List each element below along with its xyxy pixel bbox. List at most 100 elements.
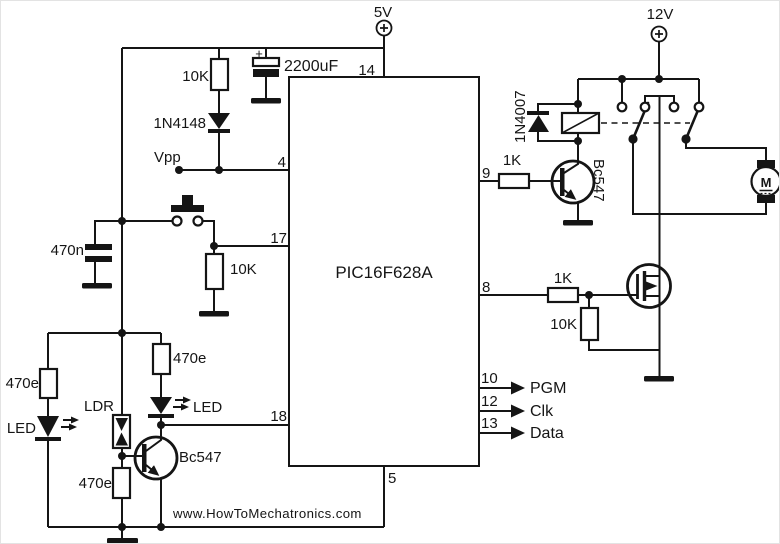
label-icsp-data: Data	[530, 425, 564, 442]
terminal-12v	[650, 25, 668, 43]
ground-main	[107, 538, 138, 543]
relay-contact-no-right	[693, 101, 705, 113]
label-pin14: 14	[358, 62, 375, 79]
label-r-gate: 1K	[554, 270, 572, 287]
diode-1n4148-bar	[208, 129, 230, 133]
label-pin9: 9	[482, 165, 490, 182]
led-right-triangle	[150, 397, 172, 414]
labels: 5V 12V 10K + 2200uF 1N4148 Vpp 470n 10K …	[6, 4, 772, 521]
resistor-10k-gate-pulldown	[579, 306, 600, 342]
label-12v: 12V	[647, 6, 674, 23]
mosfet-stubs	[644, 275, 660, 297]
label-d-vpp: 1N4148	[153, 115, 206, 132]
components	[35, 19, 773, 543]
terminal-5v	[375, 19, 393, 37]
junction-dot	[118, 452, 126, 460]
led-right-bar	[148, 414, 174, 418]
wires	[47, 35, 767, 538]
label-r-pin17: 10K	[230, 261, 257, 278]
label-q1: Bc547	[179, 449, 222, 466]
cap-470n-plate-top	[85, 244, 112, 250]
label-ic: PIC16F628A	[335, 263, 433, 282]
push-button-contact-left	[171, 215, 183, 227]
label-motor-m: M	[761, 175, 772, 190]
cap-470n-plate-bottom	[85, 256, 112, 262]
relay-coil-diagonal	[561, 112, 600, 134]
label-led-right: LED	[193, 399, 222, 416]
q1-collector-wire	[145, 425, 162, 452]
ic-box	[288, 76, 480, 467]
label-ldr: LDR	[84, 398, 114, 415]
junction-dot	[157, 523, 165, 531]
q2-base-bar	[560, 168, 565, 196]
ldr-triangle-top	[115, 418, 128, 431]
relay-contact-nc-right	[668, 101, 680, 113]
push-button-contact-right	[192, 215, 204, 227]
junction-dot	[210, 242, 218, 250]
cap-2200uf-plate-neg	[253, 69, 279, 77]
junction-dot	[157, 421, 165, 429]
label-pin10: 10	[481, 370, 498, 387]
label-pin5: 5	[388, 470, 396, 487]
led-left-triangle	[37, 416, 59, 437]
push-button-cap	[171, 205, 204, 212]
resistor-1k-gate	[546, 286, 580, 304]
resistor-470e-emitter	[111, 466, 132, 500]
q2-emitter-wire	[563, 189, 577, 200]
label-5v: 5V	[374, 4, 392, 21]
resistor-470e-right	[151, 342, 172, 376]
q1-emitter-wire	[145, 464, 160, 476]
cap-2200uf-plate-pos	[251, 56, 281, 68]
label-icsp-clk: Clk	[530, 403, 554, 420]
resistor-1k-base	[497, 172, 531, 190]
watermark: www.HowToMechatronics.com	[172, 506, 362, 521]
junction-dot	[655, 75, 663, 83]
ground-q2	[563, 220, 593, 226]
ldr-triangle-bottom	[115, 432, 128, 446]
ground-r10k-pin17	[199, 311, 229, 317]
relay-pole-dot-left	[628, 134, 638, 144]
label-r-emitter: 470e	[79, 475, 112, 492]
junction-dot	[118, 217, 126, 225]
label-d-flyback: 1N4007	[512, 90, 529, 143]
label-r-gate-pulldown: 10K	[550, 316, 577, 333]
diode-1n4007-bar	[527, 111, 549, 115]
label-r-mclr: 10K	[182, 68, 209, 85]
label-vpp: Vpp	[154, 149, 181, 166]
label-cap-470n: 470n	[51, 242, 84, 259]
label-r-base: 1K	[503, 152, 521, 169]
junction-dot	[118, 523, 126, 531]
push-button-stem	[182, 195, 193, 206]
label-led-left: LED	[7, 420, 36, 437]
motor-cap-top	[757, 160, 775, 168]
label-r-led-right: 470e	[173, 350, 206, 367]
resistor-10k-mclr	[209, 57, 230, 92]
label-pin18: 18	[270, 408, 287, 425]
relay-contact-no-left	[616, 101, 628, 113]
label-cap-bulk: 2200uF	[284, 58, 338, 75]
label-pin8: 8	[482, 279, 490, 296]
diode-1n4148-triangle	[208, 113, 230, 129]
ground-mosfet	[644, 376, 674, 382]
label-r-led-left: 470e	[6, 375, 39, 392]
q1-base-bar	[142, 444, 147, 472]
terminal-12v-plus-icon	[655, 30, 663, 38]
led-left-bar	[35, 437, 61, 441]
label-cap-bulk-plus: +	[255, 46, 263, 61]
junction-dot	[585, 291, 593, 299]
diode-1n4007-triangle	[528, 115, 549, 132]
wire-right-section	[479, 42, 767, 351]
junction-dot	[618, 75, 626, 83]
label-pin17: 17	[270, 230, 287, 247]
motor-cap-bottom	[757, 195, 775, 203]
resistor-470e-left	[38, 367, 59, 400]
junction-dot	[175, 166, 183, 174]
label-q2: Bc547	[590, 159, 607, 202]
ldr-body	[111, 413, 132, 450]
label-pin4: 4	[278, 154, 286, 171]
terminal-5v-plus-icon	[380, 24, 388, 32]
junction-dot	[574, 137, 582, 145]
ground-cap2200	[251, 98, 281, 104]
